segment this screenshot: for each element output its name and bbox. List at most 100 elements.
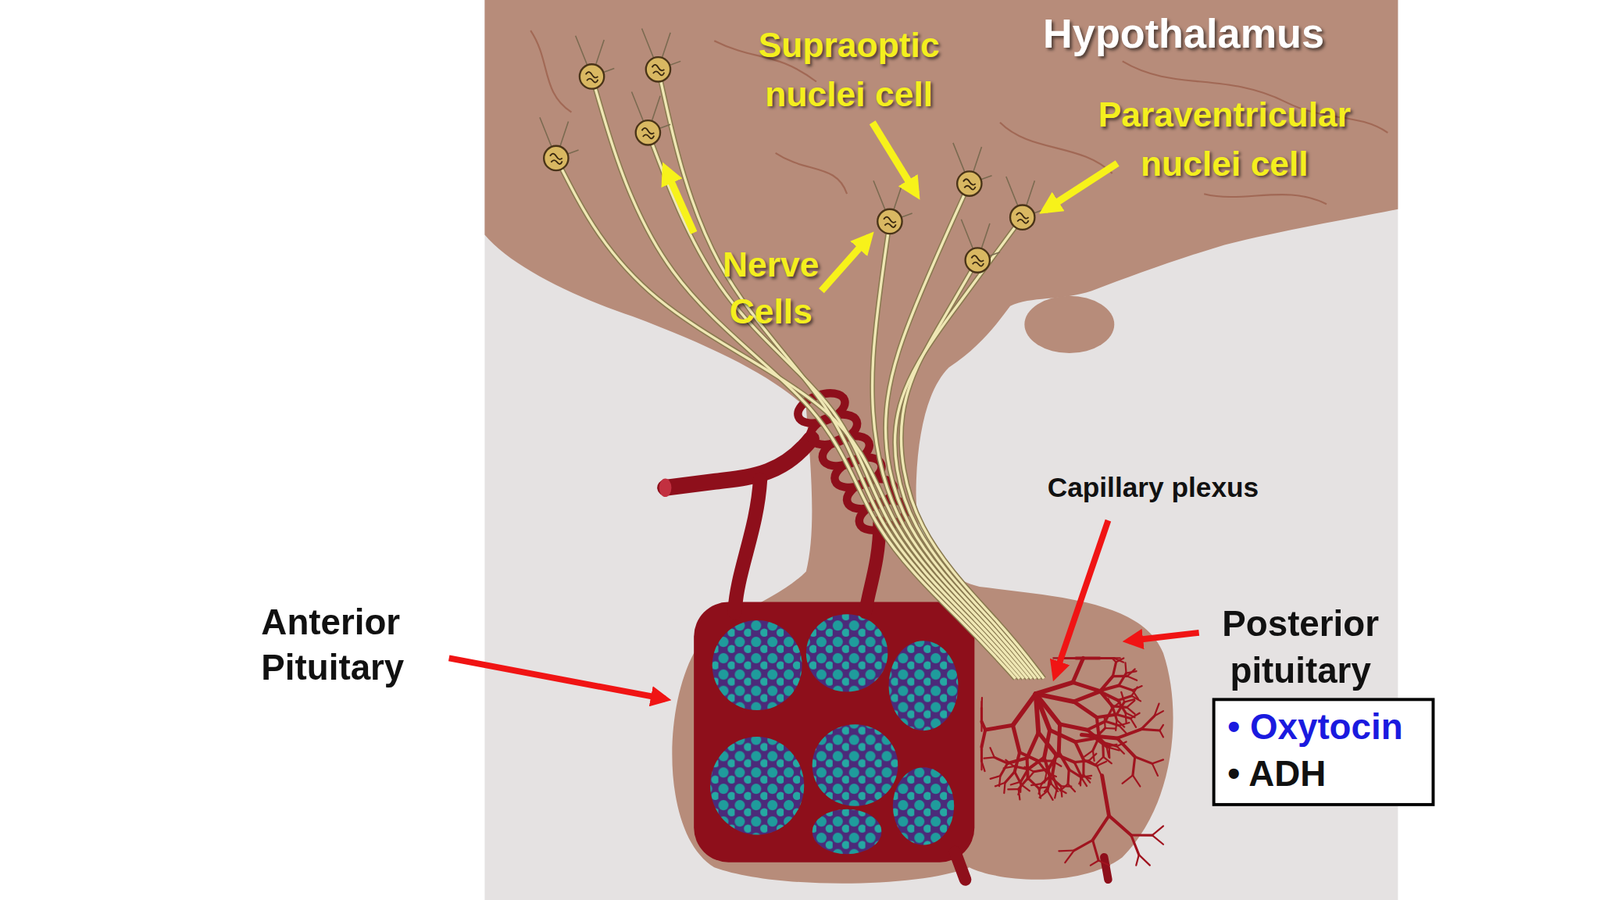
nerve-cell <box>575 35 615 90</box>
outflow-vein <box>955 852 966 880</box>
portal-vein <box>865 522 880 613</box>
artery <box>665 439 812 489</box>
capillary <box>1035 682 1073 694</box>
capillary <box>1073 701 1097 718</box>
capillary <box>1067 783 1075 792</box>
capillary <box>1135 854 1140 865</box>
capillary <box>1152 759 1164 764</box>
nerve-cell <box>953 142 993 197</box>
capillary <box>1118 685 1133 690</box>
capillary <box>1132 690 1139 700</box>
capillary <box>1013 725 1021 753</box>
capillary <box>1003 766 1015 769</box>
capillary <box>1159 725 1164 731</box>
part-label: Paraventricular nuclei cell <box>1066 89 1383 188</box>
capillary <box>1125 712 1127 723</box>
capillary <box>1075 741 1084 760</box>
nerve-cell <box>960 219 1000 273</box>
lobule <box>812 809 883 854</box>
cell-nucleus <box>550 153 563 165</box>
anterior-lobules <box>710 614 958 854</box>
capillary <box>1116 720 1125 728</box>
capillary <box>980 746 983 761</box>
capillary <box>1052 754 1056 775</box>
capillary <box>1031 783 1042 786</box>
capillary <box>1044 757 1050 777</box>
capillary <box>1021 769 1029 783</box>
capillary <box>1081 734 1117 739</box>
vessel-line <box>530 30 572 112</box>
capillary <box>1072 657 1083 683</box>
fiber-outline <box>556 157 1028 679</box>
capillary <box>1013 693 1036 725</box>
cell-body <box>646 57 671 82</box>
capillary <box>1083 774 1090 783</box>
capillary <box>1114 657 1124 662</box>
capillary <box>1050 776 1061 786</box>
capillary <box>1003 782 1005 793</box>
capillary <box>980 701 983 709</box>
capillary <box>1064 850 1075 864</box>
capillary <box>980 717 983 724</box>
capillary <box>1014 766 1029 770</box>
part-label: Capillary plexus <box>1000 469 1307 507</box>
cell-body <box>543 146 568 171</box>
capillary <box>1060 785 1062 797</box>
capillary <box>1028 778 1040 789</box>
part-label: Nerve Cells <box>702 240 840 335</box>
pointer-arrow <box>1044 163 1118 211</box>
fiber <box>895 217 1040 679</box>
hormone-name: • ADH <box>1227 750 1422 797</box>
capillary <box>1000 763 1008 776</box>
cell-body <box>1010 205 1035 230</box>
capillary <box>985 725 1013 730</box>
capillary <box>1107 746 1110 758</box>
cell-nucleus <box>971 255 984 266</box>
capillary <box>1073 691 1100 702</box>
nerve-fibers <box>556 69 1044 679</box>
capillary <box>1052 760 1061 767</box>
part-label: Hypothalamus <box>1005 7 1363 59</box>
capillary <box>1107 744 1118 747</box>
capillary <box>983 757 994 758</box>
capillary <box>1102 775 1110 816</box>
capillary <box>1005 760 1014 767</box>
capillary <box>1007 788 1018 791</box>
capillary <box>1099 690 1113 707</box>
cell-body <box>635 120 661 145</box>
capillary <box>1131 833 1153 836</box>
part-label: Posterior pituitary <box>1196 600 1406 694</box>
fiber <box>901 260 1045 679</box>
capillary <box>1060 724 1088 730</box>
capillary <box>990 775 1001 779</box>
cell-nucleus <box>883 217 897 228</box>
capillary <box>1132 685 1143 690</box>
lobule <box>892 767 954 845</box>
capillary <box>1141 716 1155 730</box>
lobule <box>806 614 888 692</box>
capillary <box>1047 776 1050 791</box>
capillary-plexus <box>981 657 1163 865</box>
capillary <box>1132 775 1140 786</box>
capillary <box>995 782 1006 787</box>
capillary <box>1125 662 1126 673</box>
capillary <box>1072 682 1100 691</box>
capillary <box>1080 657 1090 659</box>
fiber <box>885 183 1036 679</box>
capillary <box>1100 657 1107 660</box>
lobule <box>712 620 803 711</box>
artery-cut <box>659 478 672 498</box>
pointer-arrow <box>872 122 917 194</box>
red-pointers <box>449 520 1200 700</box>
capillary <box>1117 728 1142 739</box>
capillary <box>1103 717 1107 729</box>
capillary <box>1019 782 1022 793</box>
capillary <box>1019 752 1038 761</box>
cell-body <box>579 64 604 89</box>
cell-body <box>877 209 902 234</box>
capillary <box>989 747 994 758</box>
nerve-cell <box>873 180 913 234</box>
capillary <box>1084 750 1093 758</box>
capillary <box>1152 763 1158 775</box>
capillary <box>981 760 985 772</box>
